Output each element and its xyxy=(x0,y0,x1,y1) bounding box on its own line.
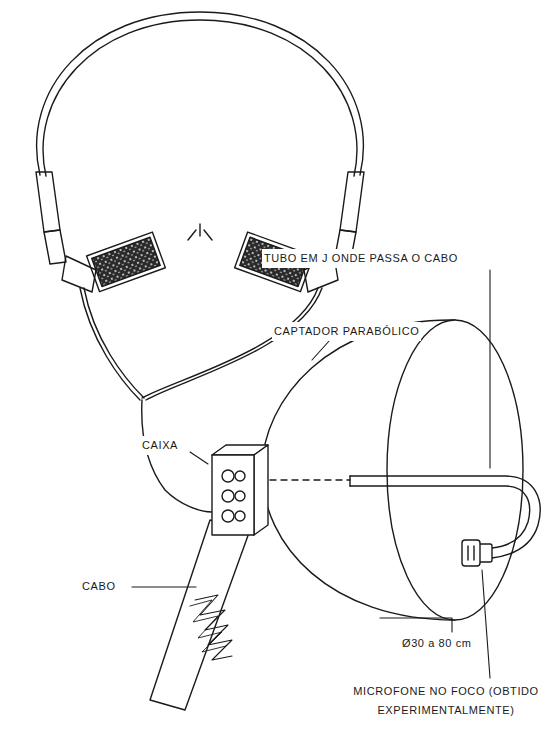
part-label: Ø30 a 80 cm xyxy=(400,634,474,653)
handle xyxy=(150,520,250,710)
j-tube xyxy=(350,476,540,558)
part-label: CAIXA xyxy=(140,436,180,455)
control-box xyxy=(212,445,268,535)
parabolic-dish xyxy=(262,320,523,620)
microphone xyxy=(462,540,492,566)
leader-lines xyxy=(132,270,490,678)
part-label: CABO xyxy=(80,577,118,596)
part-label: TUBO EM J ONDE PASSA O CABO xyxy=(262,249,460,268)
part-label: CAPTADOR PARABÓLICO xyxy=(272,322,421,341)
part-label: MICROFONE NO FOCO (OBTIDO EXPERIMENTALME… xyxy=(344,682,548,720)
